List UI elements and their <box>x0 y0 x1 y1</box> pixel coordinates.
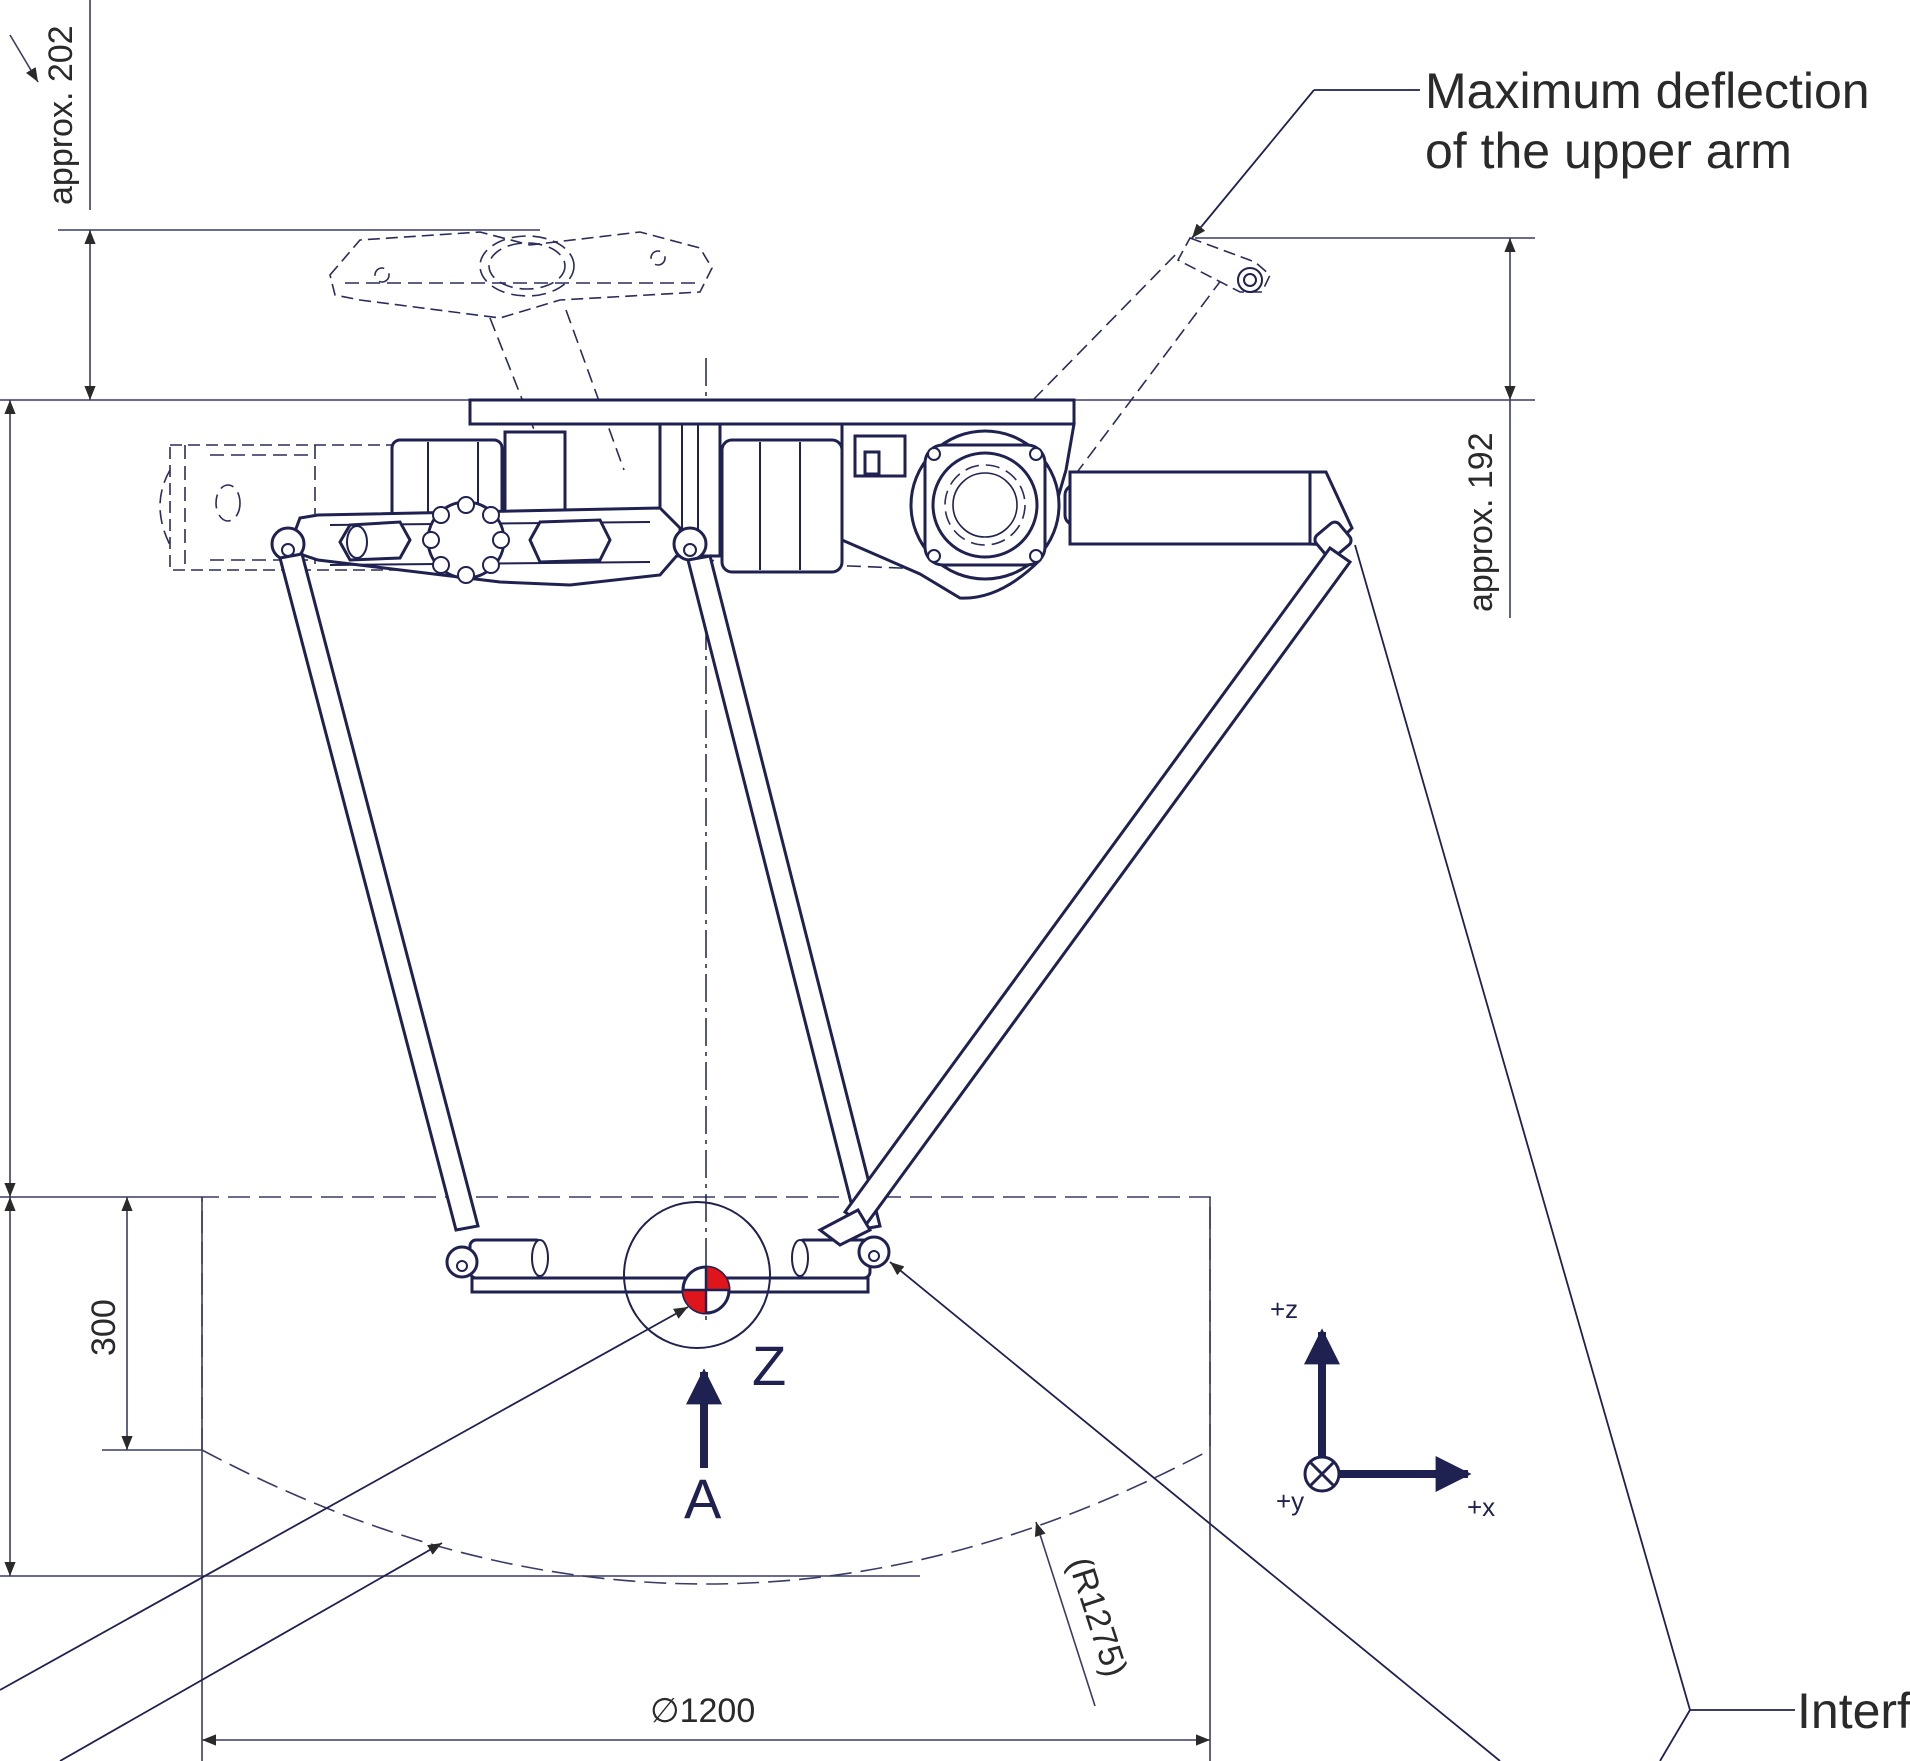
dim-300: 300 <box>85 1299 123 1356</box>
label-interface: Interf <box>1797 1683 1910 1739</box>
moving-platform <box>445 1201 891 1349</box>
dimension-radius: (R1275) <box>1034 1521 1134 1707</box>
callout-max-deflection: Maximum deflection of the upper arm <box>1191 63 1870 239</box>
robot-motor-housing <box>390 422 1101 600</box>
view-arrow-a: A Z <box>684 1334 786 1530</box>
callout-interface: Interf <box>889 544 1910 1761</box>
coordinate-axes: +z +y +x <box>1270 1294 1495 1522</box>
axis-label-y: +y <box>1276 1486 1304 1516</box>
axis-label-x: +x <box>1467 1492 1495 1522</box>
label-max-deflection-1: Maximum deflection <box>1425 63 1870 119</box>
dimension-top-clearance: approx. 202 <box>9 0 96 400</box>
dim-approx-202: approx. 202 <box>42 25 80 205</box>
view-label-a: A <box>684 1467 722 1530</box>
detail-circle-z <box>623 1201 771 1349</box>
robot-base-plate <box>468 398 1076 426</box>
label-max-deflection-2: of the upper arm <box>1425 123 1792 179</box>
upper-arm-left <box>270 496 708 587</box>
axis-label-z: +z <box>1270 1294 1298 1324</box>
dimension-diameter: ∅1200 <box>202 1692 1210 1746</box>
leaders-bottom-left <box>0 1306 689 1761</box>
tcp-marker <box>681 1265 731 1315</box>
dimension-arm-deflection: approx. 192 <box>1462 238 1516 612</box>
parallel-rods <box>278 545 1353 1232</box>
detail-label-z: Z <box>752 1334 786 1397</box>
dim-radius-1275: (R1275) <box>1060 1553 1134 1682</box>
upper-arm-right <box>1068 470 1354 560</box>
dim-approx-192: approx. 192 <box>1462 432 1500 612</box>
dim-diameter-1200: ∅1200 <box>650 1692 755 1730</box>
dimension-300: 300 <box>85 1197 133 1450</box>
